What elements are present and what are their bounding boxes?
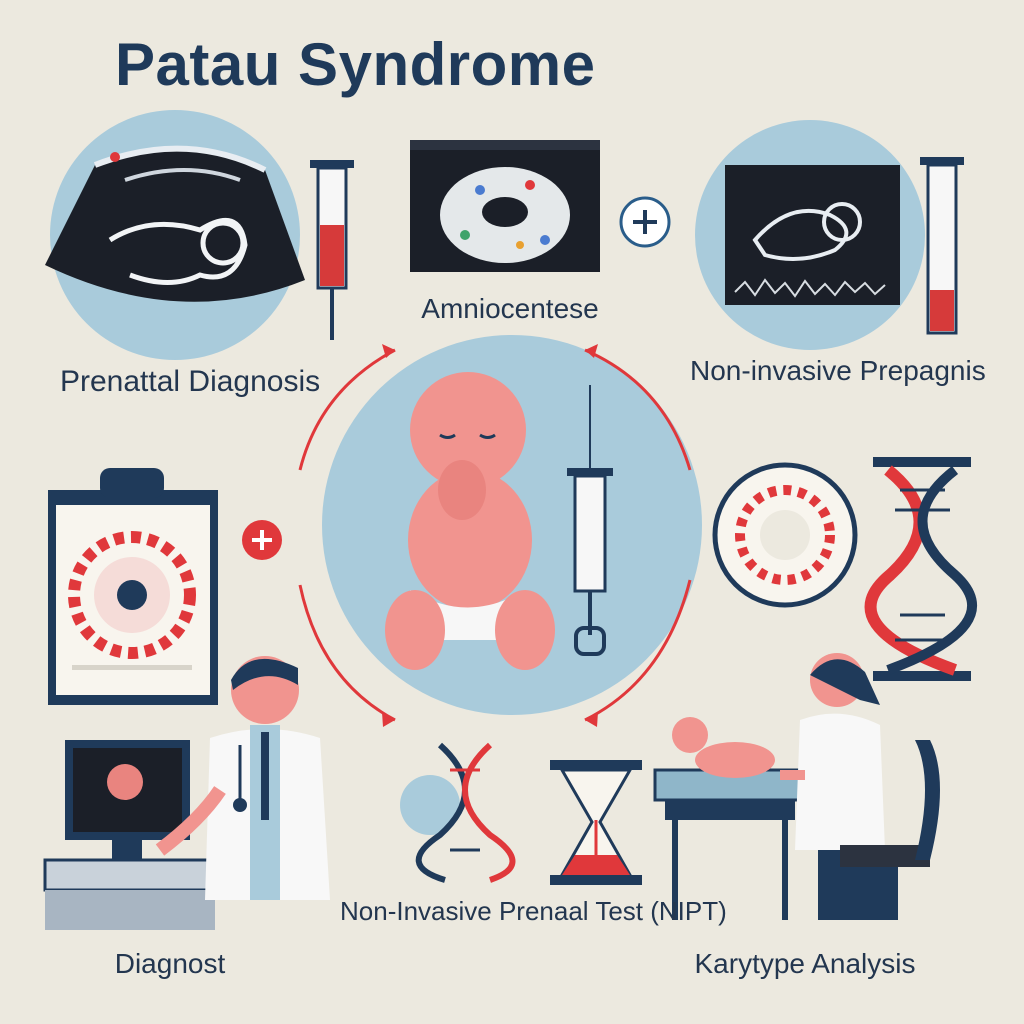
ultrasound-icon bbox=[45, 110, 305, 360]
label-karyotype-analysis: Karytype Analysis bbox=[694, 948, 916, 979]
label-amniocentese: Amniocentese bbox=[421, 293, 599, 324]
label-prenatal-diagnosis: Prenattal Diagnosis bbox=[60, 365, 321, 398]
arrow-top-right bbox=[584, 348, 692, 471]
dna-strand-icon bbox=[400, 742, 516, 883]
hourglass-icon bbox=[550, 760, 642, 885]
clipboard-chart-icon bbox=[48, 468, 218, 705]
label-diagnost: Diagnost bbox=[114, 948, 226, 979]
ultrasound-monitor-icon bbox=[695, 120, 925, 350]
arrow-bottom-left bbox=[298, 584, 396, 722]
arrowhead-3 bbox=[382, 712, 395, 727]
dial-chart-icon bbox=[712, 462, 858, 608]
baby-illustration bbox=[385, 372, 555, 670]
plus-icon-top bbox=[619, 196, 671, 248]
doctor-at-computer bbox=[43, 656, 330, 930]
label-non-invasive-prepagnis: Non-invasive Prepagnis bbox=[690, 355, 986, 386]
arrow-bottom-right bbox=[584, 579, 692, 722]
label-nipt: Non-Invasive Prenaal Test (NIPT) bbox=[340, 896, 727, 926]
arrowhead-4 bbox=[585, 712, 598, 727]
arrow-top-left bbox=[298, 348, 396, 471]
arrowhead-1 bbox=[382, 344, 395, 358]
cycle-arrows bbox=[298, 348, 692, 722]
test-tube-icon-2 bbox=[920, 157, 964, 335]
arrowhead-2 bbox=[585, 344, 598, 358]
test-tube-icon-1 bbox=[310, 160, 354, 340]
dna-helix-icon bbox=[864, 457, 977, 681]
plus-icon-left bbox=[242, 520, 282, 560]
diagram-title: Patau Syndrome bbox=[115, 31, 596, 98]
amniocentesis-scan-icon bbox=[410, 140, 600, 272]
syringe-icon bbox=[567, 385, 613, 656]
karyotype-nurse-scene bbox=[653, 653, 940, 920]
